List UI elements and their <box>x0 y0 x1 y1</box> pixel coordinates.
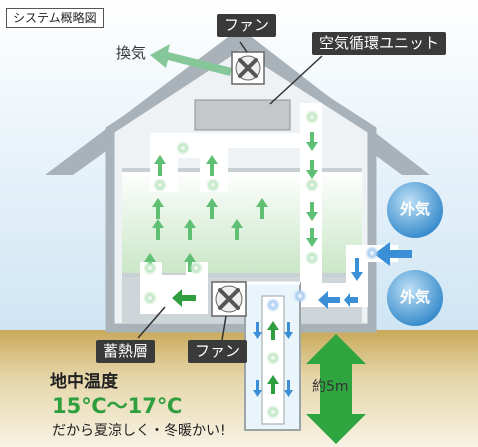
exhaust-arrow <box>150 44 232 76</box>
depth-arrow <box>306 334 366 444</box>
airflow-arrows-down <box>306 132 318 247</box>
outside-air-bubble-top <box>387 182 443 238</box>
air-unit-label: 空気循環ユニット <box>312 32 447 55</box>
fan-bottom-label: ファン <box>188 340 248 363</box>
depth-label: 約5m <box>312 379 349 395</box>
intake-arrow <box>374 242 412 266</box>
airflow-dots <box>143 110 379 419</box>
ground-temp-note: だから夏涼しく・冬暖かい! <box>52 423 226 439</box>
outside-air-bottom-label: 外気 <box>400 288 431 306</box>
ground-temp-range: 15℃〜17℃ <box>52 394 183 418</box>
air-circulation-unit <box>194 99 291 131</box>
outside-air-bubble-bottom <box>387 270 443 326</box>
diagram-title-box: システム概略図 <box>6 8 104 28</box>
house-roof <box>45 28 430 175</box>
fan-bottom-icon <box>211 281 247 317</box>
outside-air-top-label: 外気 <box>400 200 431 218</box>
ground-temp-heading: 地中温度 <box>50 372 118 392</box>
fan-top-icon <box>231 51 265 85</box>
intake-flow-arrows <box>318 258 363 309</box>
outside-air-duct <box>300 245 398 307</box>
storage-flow-arrow <box>172 289 196 307</box>
pipe-flow-arrows <box>253 321 293 397</box>
storage-layer-label: 蓄熱層 <box>96 340 156 363</box>
fan-top-label: ファン <box>217 14 277 37</box>
airflow-arrows-up <box>144 155 268 272</box>
exhaust-label: 換気 <box>116 44 147 62</box>
